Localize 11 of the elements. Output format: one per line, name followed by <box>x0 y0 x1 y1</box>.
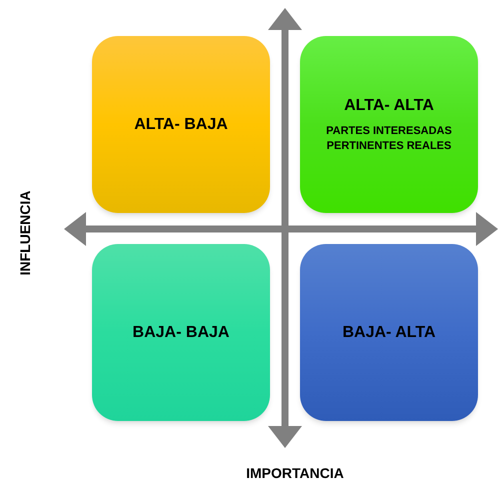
quadrant-box <box>92 36 270 213</box>
axis-label: INFLUENCIA <box>18 190 32 278</box>
quadrant-title: BAJA- ALTA <box>342 322 436 342</box>
quadrant-box <box>300 244 478 421</box>
quadrant-box <box>92 244 270 421</box>
quadrant-title: BAJA- BAJA <box>132 322 230 342</box>
quadrant-title: ALTA- ALTA <box>344 96 434 116</box>
axis-label: IMPORTANCIA <box>245 466 345 480</box>
quadrant-description: PARTES INTERESADAS PERTINENTES REALES <box>325 124 453 154</box>
quadrant-box <box>300 36 478 213</box>
quadrant-title: ALTA- BAJA <box>134 114 228 134</box>
